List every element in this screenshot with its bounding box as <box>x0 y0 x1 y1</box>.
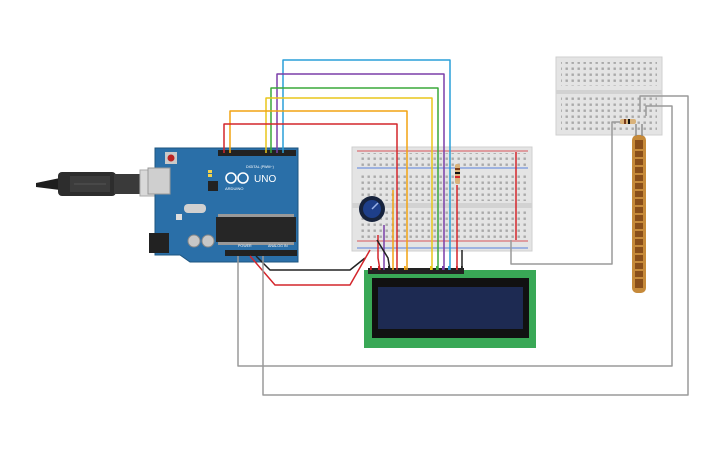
wires <box>223 59 689 396</box>
usb-port <box>147 167 171 195</box>
power-header-label: POWER <box>238 244 252 248</box>
pulldown-resistor-icon[interactable] <box>620 119 636 124</box>
lcd-pin-header <box>368 268 464 274</box>
board-brand-label: ARDUINO <box>225 186 243 191</box>
atmega-chip <box>216 217 296 242</box>
analog-header-label: ANALOG IN <box>268 244 288 248</box>
flex-sensor-icon[interactable] <box>632 124 646 293</box>
main-breadboard[interactable] <box>351 146 533 252</box>
power-jack <box>149 233 169 253</box>
usb-cable-icon[interactable] <box>36 169 165 197</box>
digital-header-label: DIGITAL (PWM~) <box>246 165 274 169</box>
arduino-logo-icon <box>225 172 249 184</box>
potentiometer-icon[interactable] <box>359 196 385 222</box>
board-model-label: UNO <box>254 174 276 185</box>
arduino-uno-board[interactable]: UNO ARDUINO DIGITAL (PWM~) POWER ANALOG … <box>147 147 299 263</box>
small-breadboard[interactable] <box>555 56 663 136</box>
lcd-pins <box>370 266 463 270</box>
resistor-icon[interactable] <box>455 164 460 184</box>
lcd-16x2-display[interactable] <box>364 268 536 348</box>
